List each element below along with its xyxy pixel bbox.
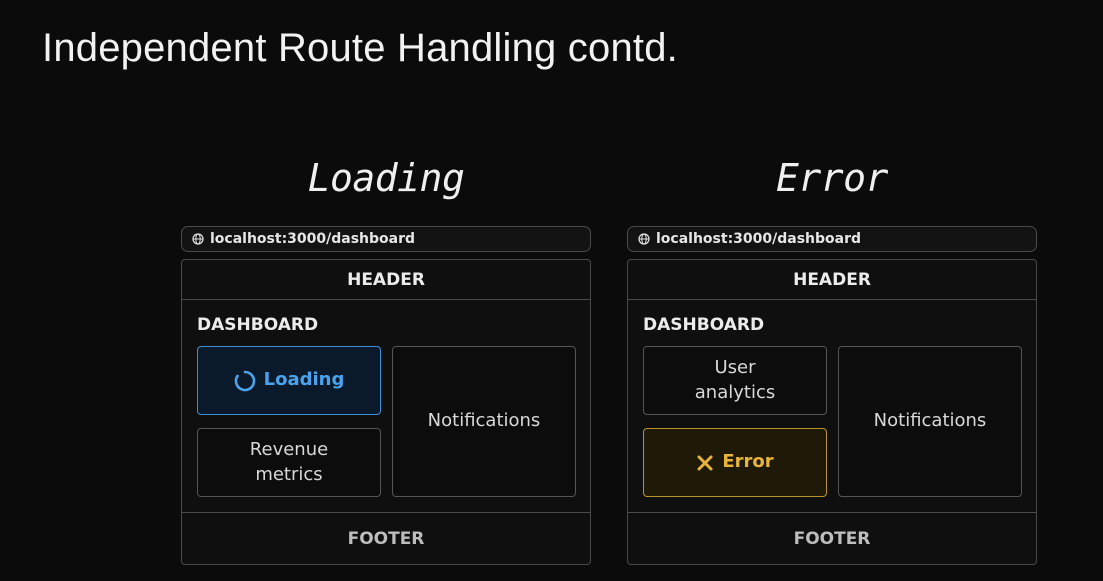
error-slot: Error: [643, 428, 827, 497]
loading-slot-label: Loading: [263, 369, 345, 391]
url-text: localhost:3000/dashboard: [656, 231, 862, 247]
header-region: HEADER: [628, 260, 1036, 300]
error-slot-label: Error: [722, 451, 774, 473]
globe-icon: [638, 233, 650, 245]
loading-url-bar[interactable]: localhost:3000/dashboard: [181, 226, 591, 252]
header-region: HEADER: [182, 260, 590, 300]
error-browser-frame: HEADER DASHBOARD User analytics Error No…: [627, 259, 1037, 565]
url-text: localhost:3000/dashboard: [210, 231, 416, 247]
error-panel-heading: Error: [776, 156, 888, 200]
x-mark-icon: [696, 454, 714, 472]
notifications-slot: Notifications: [838, 346, 1022, 497]
revenue-metrics-slot: Revenue metrics: [197, 428, 381, 497]
dashboard-label: DASHBOARD: [197, 315, 319, 335]
loading-slot: Loading: [197, 346, 381, 415]
footer-region: FOOTER: [628, 512, 1036, 564]
loading-browser-frame: HEADER DASHBOARD Loading Revenue metrics…: [181, 259, 591, 565]
slide-title: Independent Route Handling contd.: [42, 26, 678, 70]
spinner-icon: [234, 370, 256, 392]
user-analytics-slot: User analytics: [643, 346, 827, 415]
dashboard-label: DASHBOARD: [643, 315, 765, 335]
globe-icon: [192, 233, 204, 245]
notifications-slot: Notifications: [392, 346, 576, 497]
error-url-bar[interactable]: localhost:3000/dashboard: [627, 226, 1037, 252]
footer-region: FOOTER: [182, 512, 590, 564]
loading-panel-heading: Loading: [307, 156, 465, 200]
